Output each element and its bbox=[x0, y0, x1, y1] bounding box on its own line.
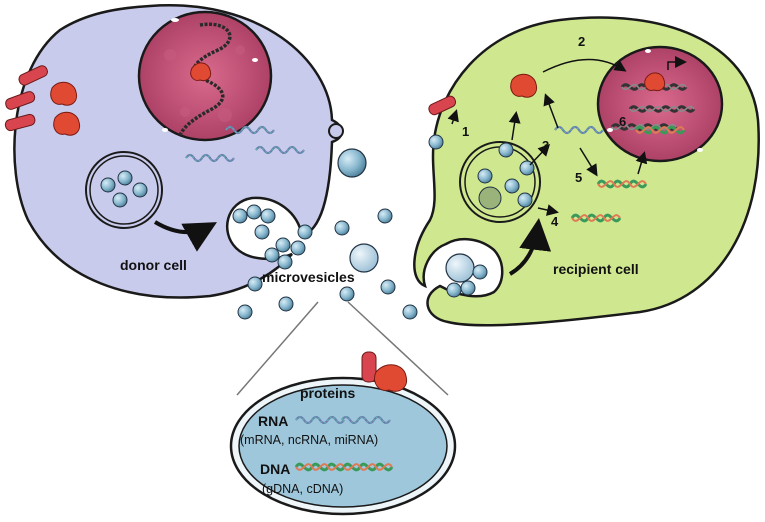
exocytosis-vesicles bbox=[232, 204, 276, 240]
zoom-line-left bbox=[236, 301, 319, 396]
recipient-cell: 1 2 3 4 5 6 recipient cell bbox=[413, 16, 760, 327]
receptor-icon bbox=[361, 351, 377, 383]
recipient-cell-label: recipient cell bbox=[553, 261, 639, 277]
uptake-arrow-icon bbox=[508, 218, 552, 276]
proteins-label: proteins bbox=[300, 385, 355, 401]
receptor-icon bbox=[4, 65, 48, 132]
protein-icon bbox=[510, 73, 538, 98]
step-4-label: 4 bbox=[551, 214, 559, 229]
dna-helix-icon bbox=[596, 179, 648, 189]
cargo-ellipse: proteins RNA (mRNA, ncRNA, miRNA) DNA (g… bbox=[229, 351, 457, 516]
budding-vesicle-icon bbox=[328, 123, 344, 139]
recipient-endosome bbox=[459, 141, 541, 223]
step-1-label: 1 bbox=[462, 124, 469, 139]
dna-helix-icon bbox=[634, 125, 686, 135]
receptor-icon bbox=[428, 95, 457, 116]
step-6-label: 6 bbox=[619, 114, 626, 129]
step-5-label: 5 bbox=[575, 170, 582, 185]
multivesicular-body bbox=[85, 151, 163, 229]
dna-helix-icon bbox=[570, 213, 622, 223]
protein-icon bbox=[190, 62, 212, 81]
donor-nucleus bbox=[137, 10, 273, 142]
recipient-nucleus bbox=[596, 45, 724, 163]
donor-cell-label: donor cell bbox=[120, 257, 187, 273]
protein-icon bbox=[644, 72, 666, 91]
rna-label: RNA bbox=[258, 413, 288, 429]
dna-label: DNA bbox=[260, 461, 290, 477]
released-microvesicles: microvesicles bbox=[237, 148, 418, 320]
donor-cell: donor cell bbox=[4, 4, 344, 299]
protein-icon bbox=[50, 81, 78, 106]
dna-helix-icon bbox=[342, 462, 394, 472]
dna-types-label: (gDNA, cDNA) bbox=[262, 482, 343, 496]
microvesicles-label: microvesicles bbox=[262, 269, 355, 285]
protein-icon bbox=[374, 364, 408, 392]
zoom-line-right bbox=[347, 301, 449, 396]
rna-types-label: (mRNA, ncRNA, miRNA) bbox=[240, 433, 378, 447]
uptake-vesicles bbox=[445, 253, 488, 298]
protein-icon bbox=[53, 111, 81, 136]
step-2-label: 2 bbox=[578, 34, 585, 49]
step-3-label: 3 bbox=[542, 138, 549, 153]
dna-helix-icon bbox=[294, 462, 346, 472]
fusion-arrow-icon bbox=[153, 220, 217, 252]
